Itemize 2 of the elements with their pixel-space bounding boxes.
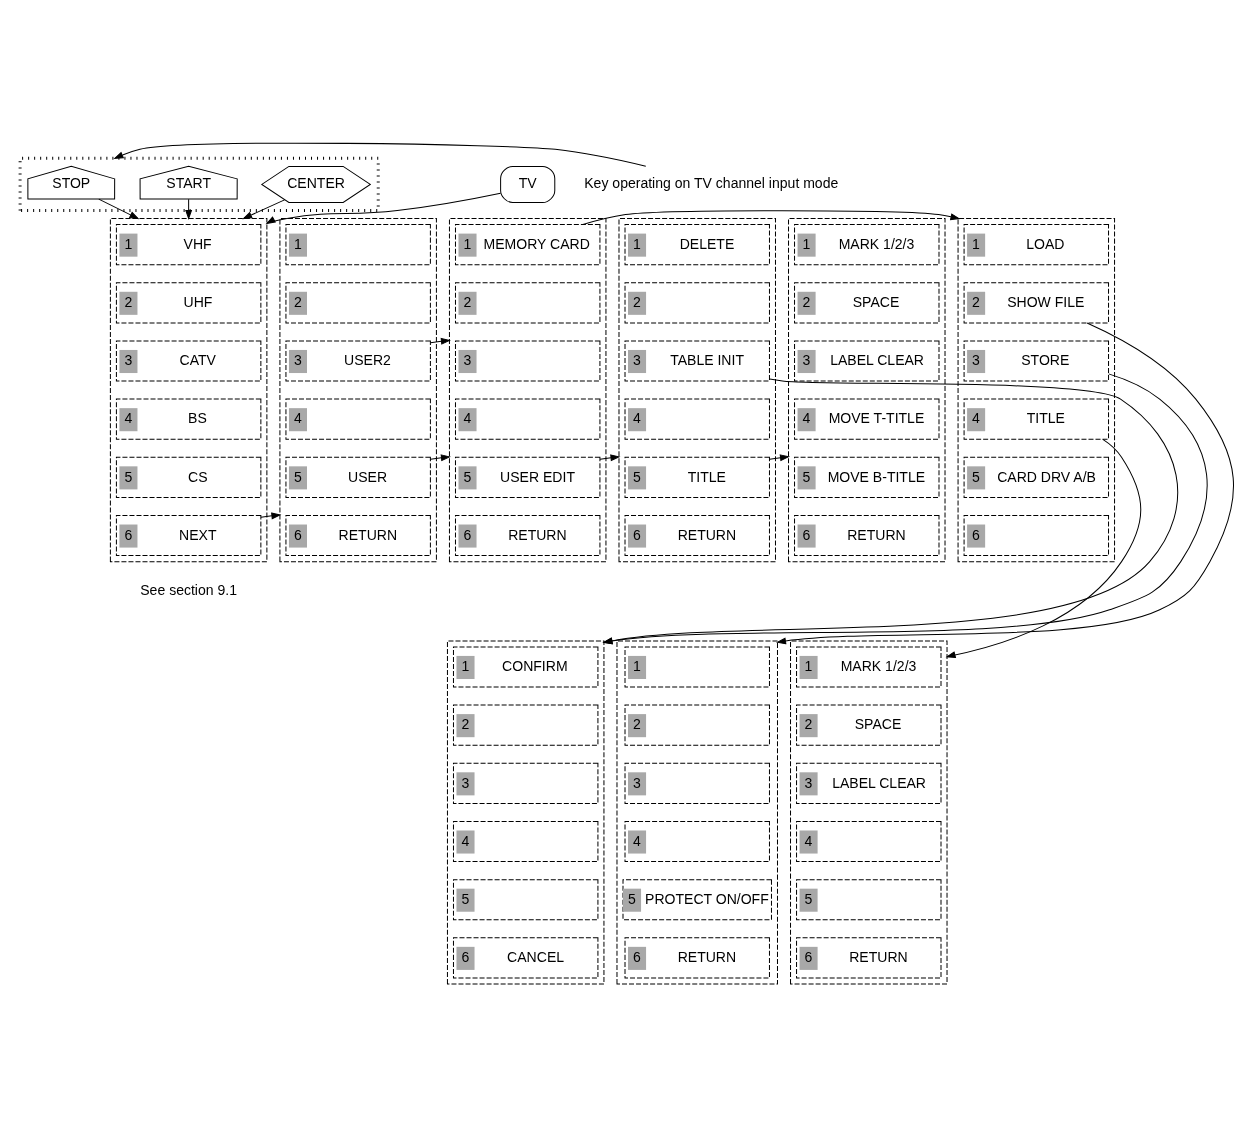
node-text: Key operating on TV channel input mode bbox=[584, 175, 839, 192]
label: See section 9.1 bbox=[140, 582, 237, 599]
